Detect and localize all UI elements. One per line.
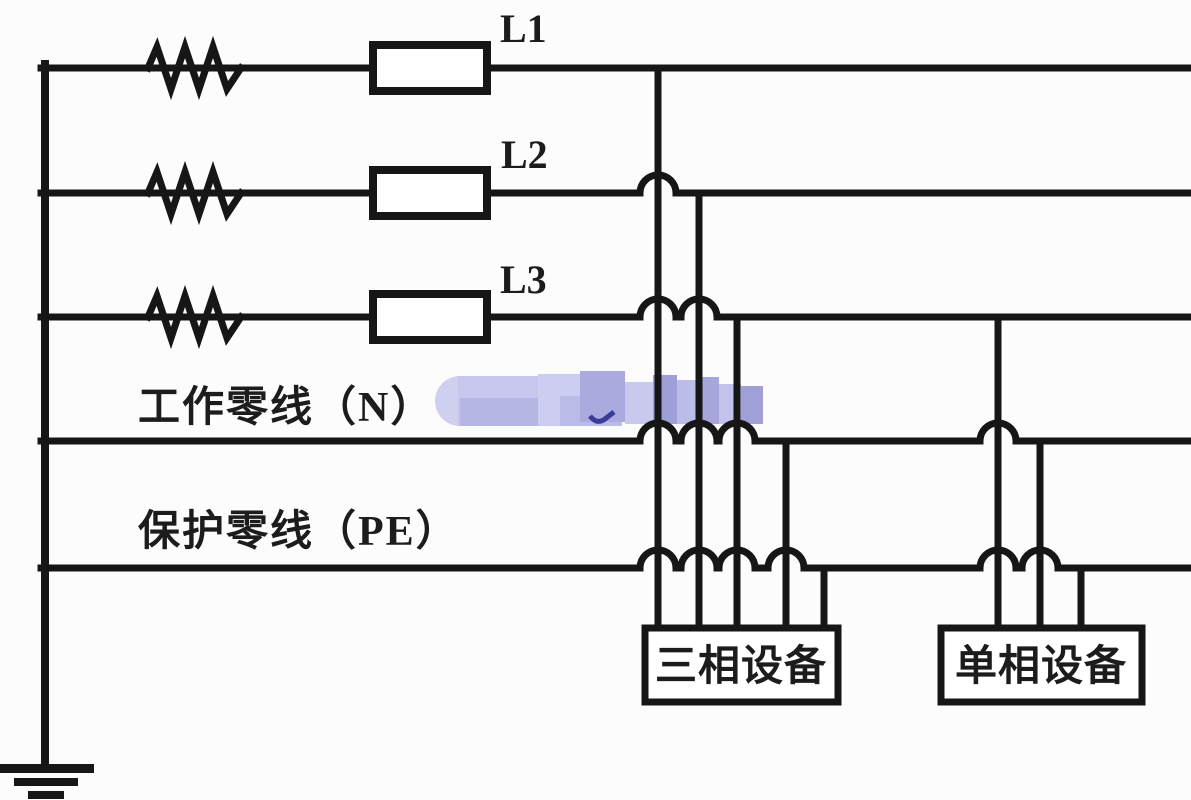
watermark-block: [580, 371, 625, 422]
source-winding-l3: [143, 284, 246, 350]
watermark-block: [460, 398, 538, 426]
protective-line-label: 保护零线（PE）: [138, 508, 460, 555]
single-phase-equipment-label: 单相设备: [955, 643, 1127, 690]
ground-bar-long: [0, 764, 94, 773]
three-phase-equipment-label: 三相设备: [655, 643, 827, 690]
watermark-block: [677, 380, 699, 424]
fuse-box-l2: [369, 166, 491, 220]
fuses: [369, 41, 491, 344]
watermark-squiggle: [588, 410, 616, 424]
neutral-line-n: [37, 419, 1191, 445]
ground-bar-medium: [14, 778, 78, 786]
neutral-line-label: 工作零线（N）: [138, 384, 434, 431]
source-winding-l2: [143, 160, 246, 226]
phase-label-l1: L1: [500, 6, 547, 51]
protective-line-pe: [37, 546, 1191, 572]
three-phase-equipment-box: [641, 624, 842, 706]
source-winding-l1: [143, 35, 246, 101]
watermark-block: [741, 386, 763, 424]
ground-bar-short: [28, 791, 64, 799]
watermark-blur-patch: [435, 371, 763, 426]
fuse-box-l1: [369, 41, 491, 95]
watermark-block: [625, 382, 653, 424]
fuse-box-l3: [369, 290, 491, 344]
phase-label-l2: L2: [501, 132, 548, 177]
phase-line-l3: [37, 295, 1191, 321]
single-phase-equipment-box: [937, 624, 1146, 706]
wires: [37, 35, 1191, 772]
watermark-block: [699, 377, 719, 424]
phase-label-l3: L3: [500, 257, 547, 302]
earth-ground-icon: [0, 764, 94, 799]
